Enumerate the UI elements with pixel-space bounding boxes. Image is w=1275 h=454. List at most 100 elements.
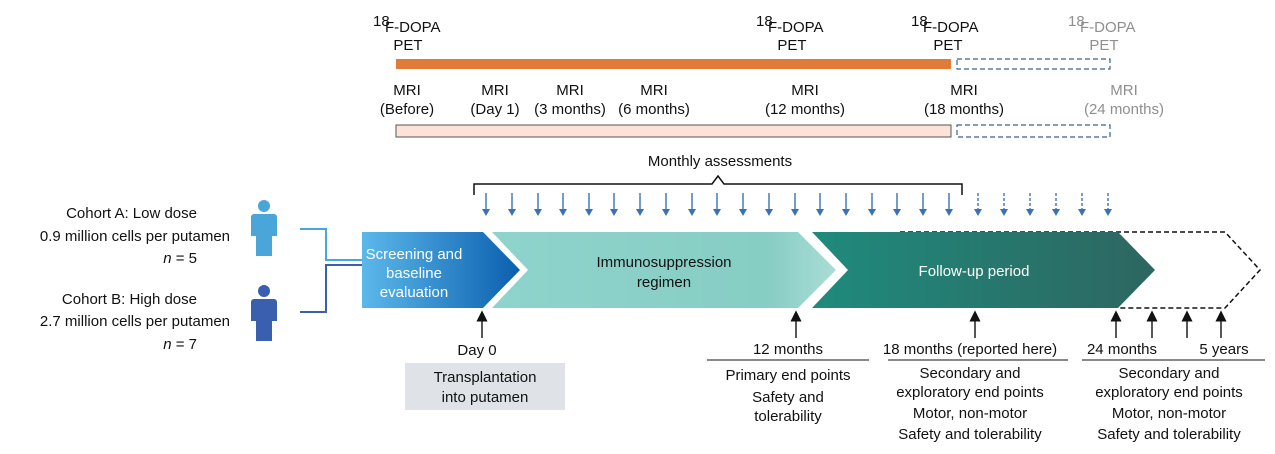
pet-label-12-months: 18 F-DOPA PET <box>756 13 824 54</box>
timepoint-arrows <box>476 310 1227 338</box>
assessment-arrow-head <box>974 209 982 216</box>
mri-bar-future <box>956 124 1111 138</box>
pet-label-before: 18 F-DOPA PET <box>373 13 441 54</box>
monthly-assessments-label: Monthly assessments <box>648 153 792 170</box>
assessment-arrow-head <box>893 209 901 216</box>
svg-text:MRI: MRI <box>393 82 421 99</box>
assessment-arrow-head <box>842 209 850 216</box>
pet-label-24-months: 18 F-DOPA PET <box>1068 13 1136 54</box>
timepoint-24-months: 24 months <box>1087 341 1157 358</box>
assessment-arrow-head <box>508 209 516 216</box>
svg-text:MRI: MRI <box>556 82 584 99</box>
svg-text:(Day 1): (Day 1) <box>470 101 519 118</box>
monthly-assessments-bracket <box>473 174 963 195</box>
followup-phase-label: Follow-up period <box>919 263 1030 280</box>
assessment-arrow-head <box>919 209 927 216</box>
cohort-b-label: Cohort B: High dose 2.7 million cells pe… <box>40 291 230 353</box>
svg-text:Transplantation: Transplantation <box>434 369 537 386</box>
svg-text:(24 months): (24 months) <box>1084 101 1164 118</box>
svg-text:F-DOPA: F-DOPA <box>1080 19 1136 36</box>
assessment-arrow-head <box>713 209 721 216</box>
svg-text:(3 months): (3 months) <box>534 101 606 118</box>
timepoint-12-months: 12 months <box>753 341 823 358</box>
mri-label-day1: MRI (Day 1) <box>470 82 519 118</box>
svg-text:(6 months): (6 months) <box>618 101 690 118</box>
assessment-arrow-head <box>636 209 644 216</box>
assessment-arrow-head <box>534 209 542 216</box>
svg-text:(Before): (Before) <box>380 101 434 118</box>
cohort-a-label: Cohort A: Low dose 0.9 million cells per… <box>40 205 230 267</box>
primary-endpoints: Primary end points Safety and tolerabili… <box>725 367 850 425</box>
svg-text:18: 18 <box>373 13 390 30</box>
mri-label-24-months: MRI (24 months) <box>1084 82 1164 118</box>
cohort-a-person-icon <box>251 200 277 256</box>
pet-label-18-months: 18 F-DOPA PET <box>911 13 979 54</box>
assessment-arrow-head <box>791 209 799 216</box>
transplantation-label: Transplantation into putamen <box>434 369 537 406</box>
mri-bar <box>395 124 952 138</box>
svg-text:Secondary and: Secondary and <box>920 365 1021 382</box>
assessment-arrow-head <box>688 209 696 216</box>
screening-phase-label: Screening and baseline evaluation <box>366 246 463 301</box>
pet-bar-future <box>956 58 1111 70</box>
svg-text:n = 5: n = 5 <box>163 250 197 267</box>
svg-text:Primary end points: Primary end points <box>725 367 850 384</box>
svg-text:exploratory end points: exploratory end points <box>896 384 1044 401</box>
svg-text:Safety and: Safety and <box>752 389 824 406</box>
svg-text:F-DOPA: F-DOPA <box>385 19 441 36</box>
assessment-arrow-head <box>1000 209 1008 216</box>
monthly-assessment-arrows <box>482 193 1112 216</box>
svg-text:into putamen: into putamen <box>442 389 529 406</box>
mri-label-6-months: MRI (6 months) <box>618 82 690 118</box>
immunosuppression-phase-label: Immunosuppression regimen <box>596 254 731 291</box>
transplantation-box <box>405 363 565 410</box>
svg-text:0.9 million cells per putamen: 0.9 million cells per putamen <box>40 228 230 245</box>
assessment-arrow-head <box>610 209 618 216</box>
cohort-a-connector <box>300 228 362 261</box>
svg-text:Immunosuppression: Immunosuppression <box>596 254 731 271</box>
assessment-arrow-head <box>1104 209 1112 216</box>
assessment-arrow-head <box>482 209 490 216</box>
endpoints-18-months: Secondary and exploratory end points Mot… <box>896 365 1044 443</box>
svg-text:F-DOPA: F-DOPA <box>923 19 979 36</box>
timepoint-5-years: 5 years <box>1199 341 1248 358</box>
cohort-b-person-icon <box>251 285 277 341</box>
svg-text:tolerability: tolerability <box>754 408 822 425</box>
assessment-arrow-head <box>1052 209 1060 216</box>
svg-text:Secondary and: Secondary and <box>1119 365 1220 382</box>
cohort-b-connector <box>300 264 362 313</box>
svg-text:(18 months): (18 months) <box>924 101 1004 118</box>
assessment-arrow-head <box>868 209 876 216</box>
assessment-arrow-head <box>662 209 670 216</box>
assessment-arrow-head <box>816 209 824 216</box>
svg-text:PET: PET <box>933 37 962 54</box>
day0-label: Day 0 <box>457 342 496 359</box>
svg-text:PET: PET <box>777 37 806 54</box>
svg-text:MRI: MRI <box>791 82 819 99</box>
svg-text:exploratory end points: exploratory end points <box>1095 384 1243 401</box>
svg-text:Screening and: Screening and <box>366 246 463 263</box>
svg-text:PET: PET <box>1089 37 1118 54</box>
assessment-arrow-head <box>765 209 773 216</box>
mri-label-18-months: MRI (18 months) <box>924 82 1004 118</box>
svg-text:Safety and tolerability: Safety and tolerability <box>1097 426 1241 443</box>
mri-label-3-months: MRI (3 months) <box>534 82 606 118</box>
timepoint-18-months: 18 months (reported here) <box>883 341 1057 358</box>
svg-text:Cohort B: High dose: Cohort B: High dose <box>62 291 197 308</box>
followup-phase-arrow <box>812 232 1155 308</box>
assessment-arrow-head <box>1026 209 1034 216</box>
svg-text:MRI: MRI <box>481 82 509 99</box>
svg-text:MRI: MRI <box>950 82 978 99</box>
svg-text:18: 18 <box>911 13 928 30</box>
svg-text:18: 18 <box>756 13 773 30</box>
svg-text:n = 7: n = 7 <box>163 336 197 353</box>
svg-text:18: 18 <box>1068 13 1085 30</box>
immunosuppression-phase-arrow <box>492 232 836 308</box>
svg-text:Motor, non-motor: Motor, non-motor <box>1112 405 1226 422</box>
svg-text:Cohort A: Low dose: Cohort A: Low dose <box>66 205 197 222</box>
endpoints-24-months: Secondary and exploratory end points Mot… <box>1095 365 1243 443</box>
svg-text:Motor, non-motor: Motor, non-motor <box>913 405 1027 422</box>
svg-text:MRI: MRI <box>640 82 668 99</box>
mri-label-12-months: MRI (12 months) <box>765 82 845 118</box>
